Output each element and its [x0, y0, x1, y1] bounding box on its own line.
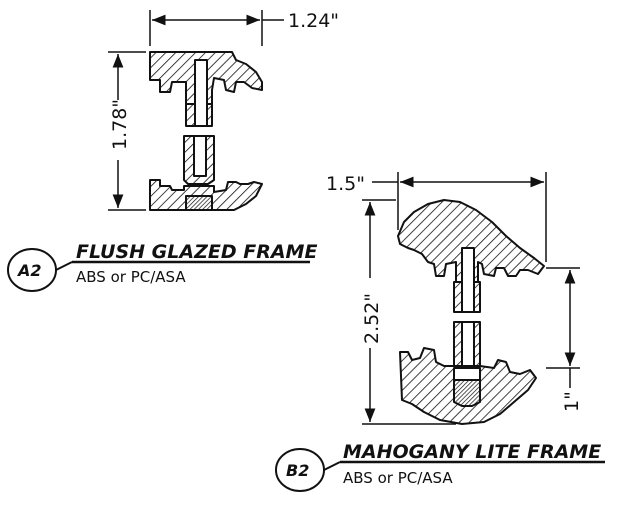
- frame-b-side-label: 1": [561, 391, 583, 412]
- frame-a-material: ABS or PC/ASA: [76, 268, 186, 286]
- frame-b-nut: [453, 379, 481, 407]
- frame-a-height-dimension: [108, 51, 146, 211]
- frame-a-width-label: 1.24": [288, 10, 339, 32]
- frame-b-bolt-lower: [461, 321, 475, 367]
- frame-a-callout-label: A2: [16, 261, 42, 280]
- frame-b-top-profile: [397, 199, 545, 283]
- frame-a-height-label: 1.78": [109, 99, 131, 150]
- frame-a-width-dimension: [149, 10, 284, 46]
- frame-b-height-label: 2.52": [361, 293, 383, 344]
- frame-a-bolt-lower: [193, 135, 207, 177]
- frame-a-drawing: [149, 51, 263, 211]
- frame-b-side-dimension: [546, 267, 580, 388]
- frame-a-nut: [185, 195, 213, 211]
- frame-b-callout: B2: [275, 448, 605, 492]
- frame-b-callout-label: B2: [286, 461, 309, 480]
- frame-b-drawing: [397, 199, 545, 425]
- frame-b-title: MAHOGANY LITE FRAME: [343, 441, 601, 463]
- frame-b-bolt-upper: [461, 247, 475, 313]
- frame-b-width-dimension: [372, 172, 547, 262]
- frame-a-callout: A2: [7, 248, 310, 292]
- frame-b-width-label: 1.5": [326, 173, 365, 195]
- frame-b-material: ABS or PC/ASA: [343, 469, 453, 487]
- frame-a-bolt-upper: [194, 59, 208, 127]
- frame-b-height-dimension: [362, 199, 456, 425]
- frame-a-title: FLUSH GLAZED FRAME: [76, 241, 317, 263]
